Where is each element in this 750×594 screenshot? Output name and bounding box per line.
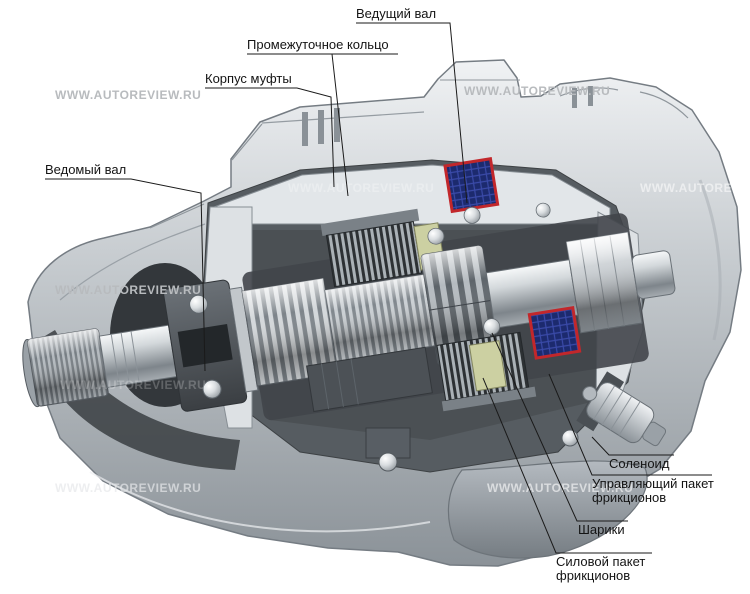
watermark: WWW.AUTOREVIEW.RU	[55, 88, 201, 102]
label-drive-shaft: Ведущий вал	[356, 6, 436, 21]
ball	[535, 202, 551, 218]
callout-labels: Ведущий вал Промежуточное кольцо Корпус …	[45, 6, 714, 583]
leader-control-pack	[548, 373, 712, 476]
label-clutch-housing: Корпус муфты	[205, 71, 292, 86]
ball	[463, 206, 481, 224]
leader-clutch-housing	[205, 87, 335, 188]
center-bolt	[365, 427, 411, 472]
housing-cast-details	[59, 79, 722, 533]
friction-pack-top-casing	[320, 208, 420, 236]
label-driven-shaft: Ведомый вал	[45, 162, 126, 177]
watermark: WWW.AUTOREVIEW.RU	[288, 181, 434, 195]
leader-driven-shaft	[45, 178, 206, 372]
solenoid-actuator	[576, 371, 667, 447]
solenoid-coil-bottom	[527, 306, 582, 360]
leader-intermediate-ring	[247, 53, 398, 197]
flange-bolt	[561, 429, 579, 447]
friction-pack-bottom	[436, 331, 537, 412]
label-control-pack-line1: Управляющий пакет	[592, 476, 714, 491]
gear	[420, 245, 500, 366]
watermark: WWW.AUTOREVIEW.RU	[60, 378, 206, 392]
bearing-ball	[202, 379, 222, 399]
watermark: WWW.AUTOREVIEW.RU	[55, 283, 201, 297]
watermark: WWW.AUTOREVIEW.RU	[55, 481, 201, 495]
lower-hub	[306, 346, 433, 413]
label-intermediate-ring: Промежуточное кольцо	[247, 37, 389, 52]
solenoid-coil-top	[443, 157, 500, 214]
label-balls: Шарики	[578, 522, 625, 537]
leader-balls	[491, 332, 628, 522]
watermarks: WWW.AUTOREVIEW.RU WWW.AUTOREVIEW.RU WWW.…	[55, 84, 750, 495]
label-power-pack-line2: фрикционов	[556, 568, 630, 583]
housing-bottom-lobe	[447, 460, 648, 559]
watermark: WWW.AUTOREVIEW.RU	[464, 84, 610, 98]
clutch-assembly	[22, 157, 676, 421]
balls-group	[427, 202, 551, 336]
label-control-pack-line2: фрикционов	[592, 490, 666, 505]
driven-shaft-shape	[22, 324, 178, 408]
ball	[427, 227, 445, 245]
leader-solenoid	[591, 436, 674, 456]
label-solenoid: Соленоид	[609, 456, 670, 471]
watermark: WWW.AUTOREVIEW.RU	[487, 481, 633, 495]
watermark: WWW.AUTOREVIEW.RU	[640, 181, 750, 195]
leader-power-pack	[482, 377, 652, 554]
leader-lines	[45, 22, 712, 554]
shaft-shadow	[30, 330, 240, 470]
leader-drive-shaft	[356, 22, 468, 204]
splined-hub	[229, 277, 339, 393]
label-power-pack-line1: Силовой пакет	[556, 554, 645, 569]
